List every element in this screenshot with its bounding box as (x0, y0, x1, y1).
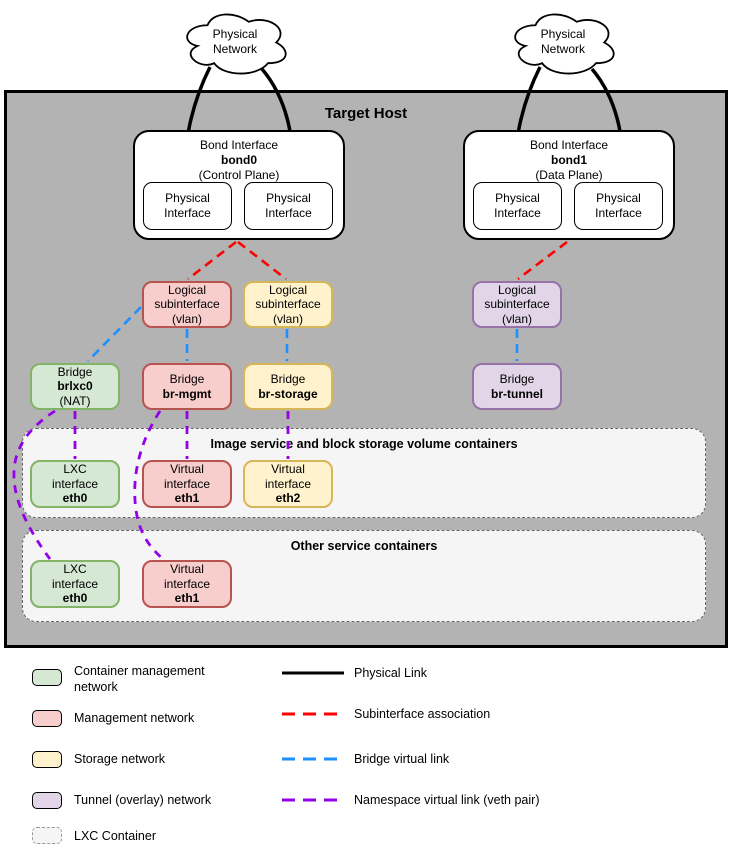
target-host-title: Target Host (324, 105, 408, 122)
physical-interface-box: Physical Interface (143, 182, 232, 230)
legend-label: Management network (74, 711, 195, 725)
bond1-box: Bond Interface bond1 (Data Plane) Physic… (463, 130, 675, 240)
container-band-image-service: Image service and block storage volume c… (22, 428, 706, 518)
subinterface-mgmt-box: Logical subinterface (vlan) (142, 281, 232, 328)
legend-label: Storage network (74, 752, 166, 766)
bond-name: bond0 (221, 153, 257, 167)
legend-label: Tunnel (overlay) network (74, 793, 212, 807)
bond-plane: (Data Plane) (535, 168, 603, 182)
legend-label: Container management network (74, 664, 205, 694)
bridge-brlxc0-box: Bridge brlxc0 (NAT) (30, 363, 120, 410)
legend-label: Subinterface association (354, 707, 491, 721)
legend-label: LXC Container (74, 829, 156, 843)
bond-title: Bond Interface (199, 138, 279, 152)
legend-swatch-storage (32, 751, 62, 768)
legend-swatch-lxc-container (32, 827, 62, 844)
bridge-br-storage-box: Bridge br-storage (243, 363, 333, 410)
legend-swatch-tunnel (32, 792, 62, 809)
lxc-interface-eth0-box: LXC interface eth0 (30, 460, 120, 508)
bridge-br-mgmt-box: Bridge br-mgmt (142, 363, 232, 410)
legend-swatch-container-mgmt (32, 669, 62, 686)
bond-name: bond1 (551, 153, 587, 167)
virtual-interface-eth2-box: Virtual interface eth2 (243, 460, 333, 508)
bond-title: Bond Interface (529, 138, 609, 152)
physical-network-label: Physical Network (540, 27, 586, 56)
subinterface-tunnel-box: Logical subinterface (vlan) (472, 281, 562, 328)
bond-plane: (Control Plane) (198, 168, 280, 182)
virtual-interface-eth1-box: Virtual interface eth1 (142, 560, 232, 608)
physical-interface-box: Physical Interface (244, 182, 333, 230)
bridge-br-tunnel-box: Bridge br-tunnel (472, 363, 562, 410)
physical-interface-box: Physical Interface (473, 182, 562, 230)
container-band-other-services: Other service containers (22, 530, 706, 622)
legend-label: Physical Link (354, 666, 427, 680)
subinterface-storage-box: Logical subinterface (vlan) (243, 281, 333, 328)
legend-swatch-management (32, 710, 62, 727)
virtual-interface-eth1-box: Virtual interface eth1 (142, 460, 232, 508)
physical-network-label: Physical Network (212, 27, 258, 56)
band-title: Image service and block storage volume c… (210, 437, 518, 451)
physical-interface-box: Physical Interface (574, 182, 663, 230)
lxc-interface-eth0-box: LXC interface eth0 (30, 560, 120, 608)
bond0-box: Bond Interface bond0 (Control Plane) Phy… (133, 130, 345, 240)
legend-label: Bridge virtual link (354, 752, 450, 766)
legend-label: Namespace virtual link (veth pair) (354, 793, 540, 807)
band-title: Other service containers (290, 539, 438, 553)
